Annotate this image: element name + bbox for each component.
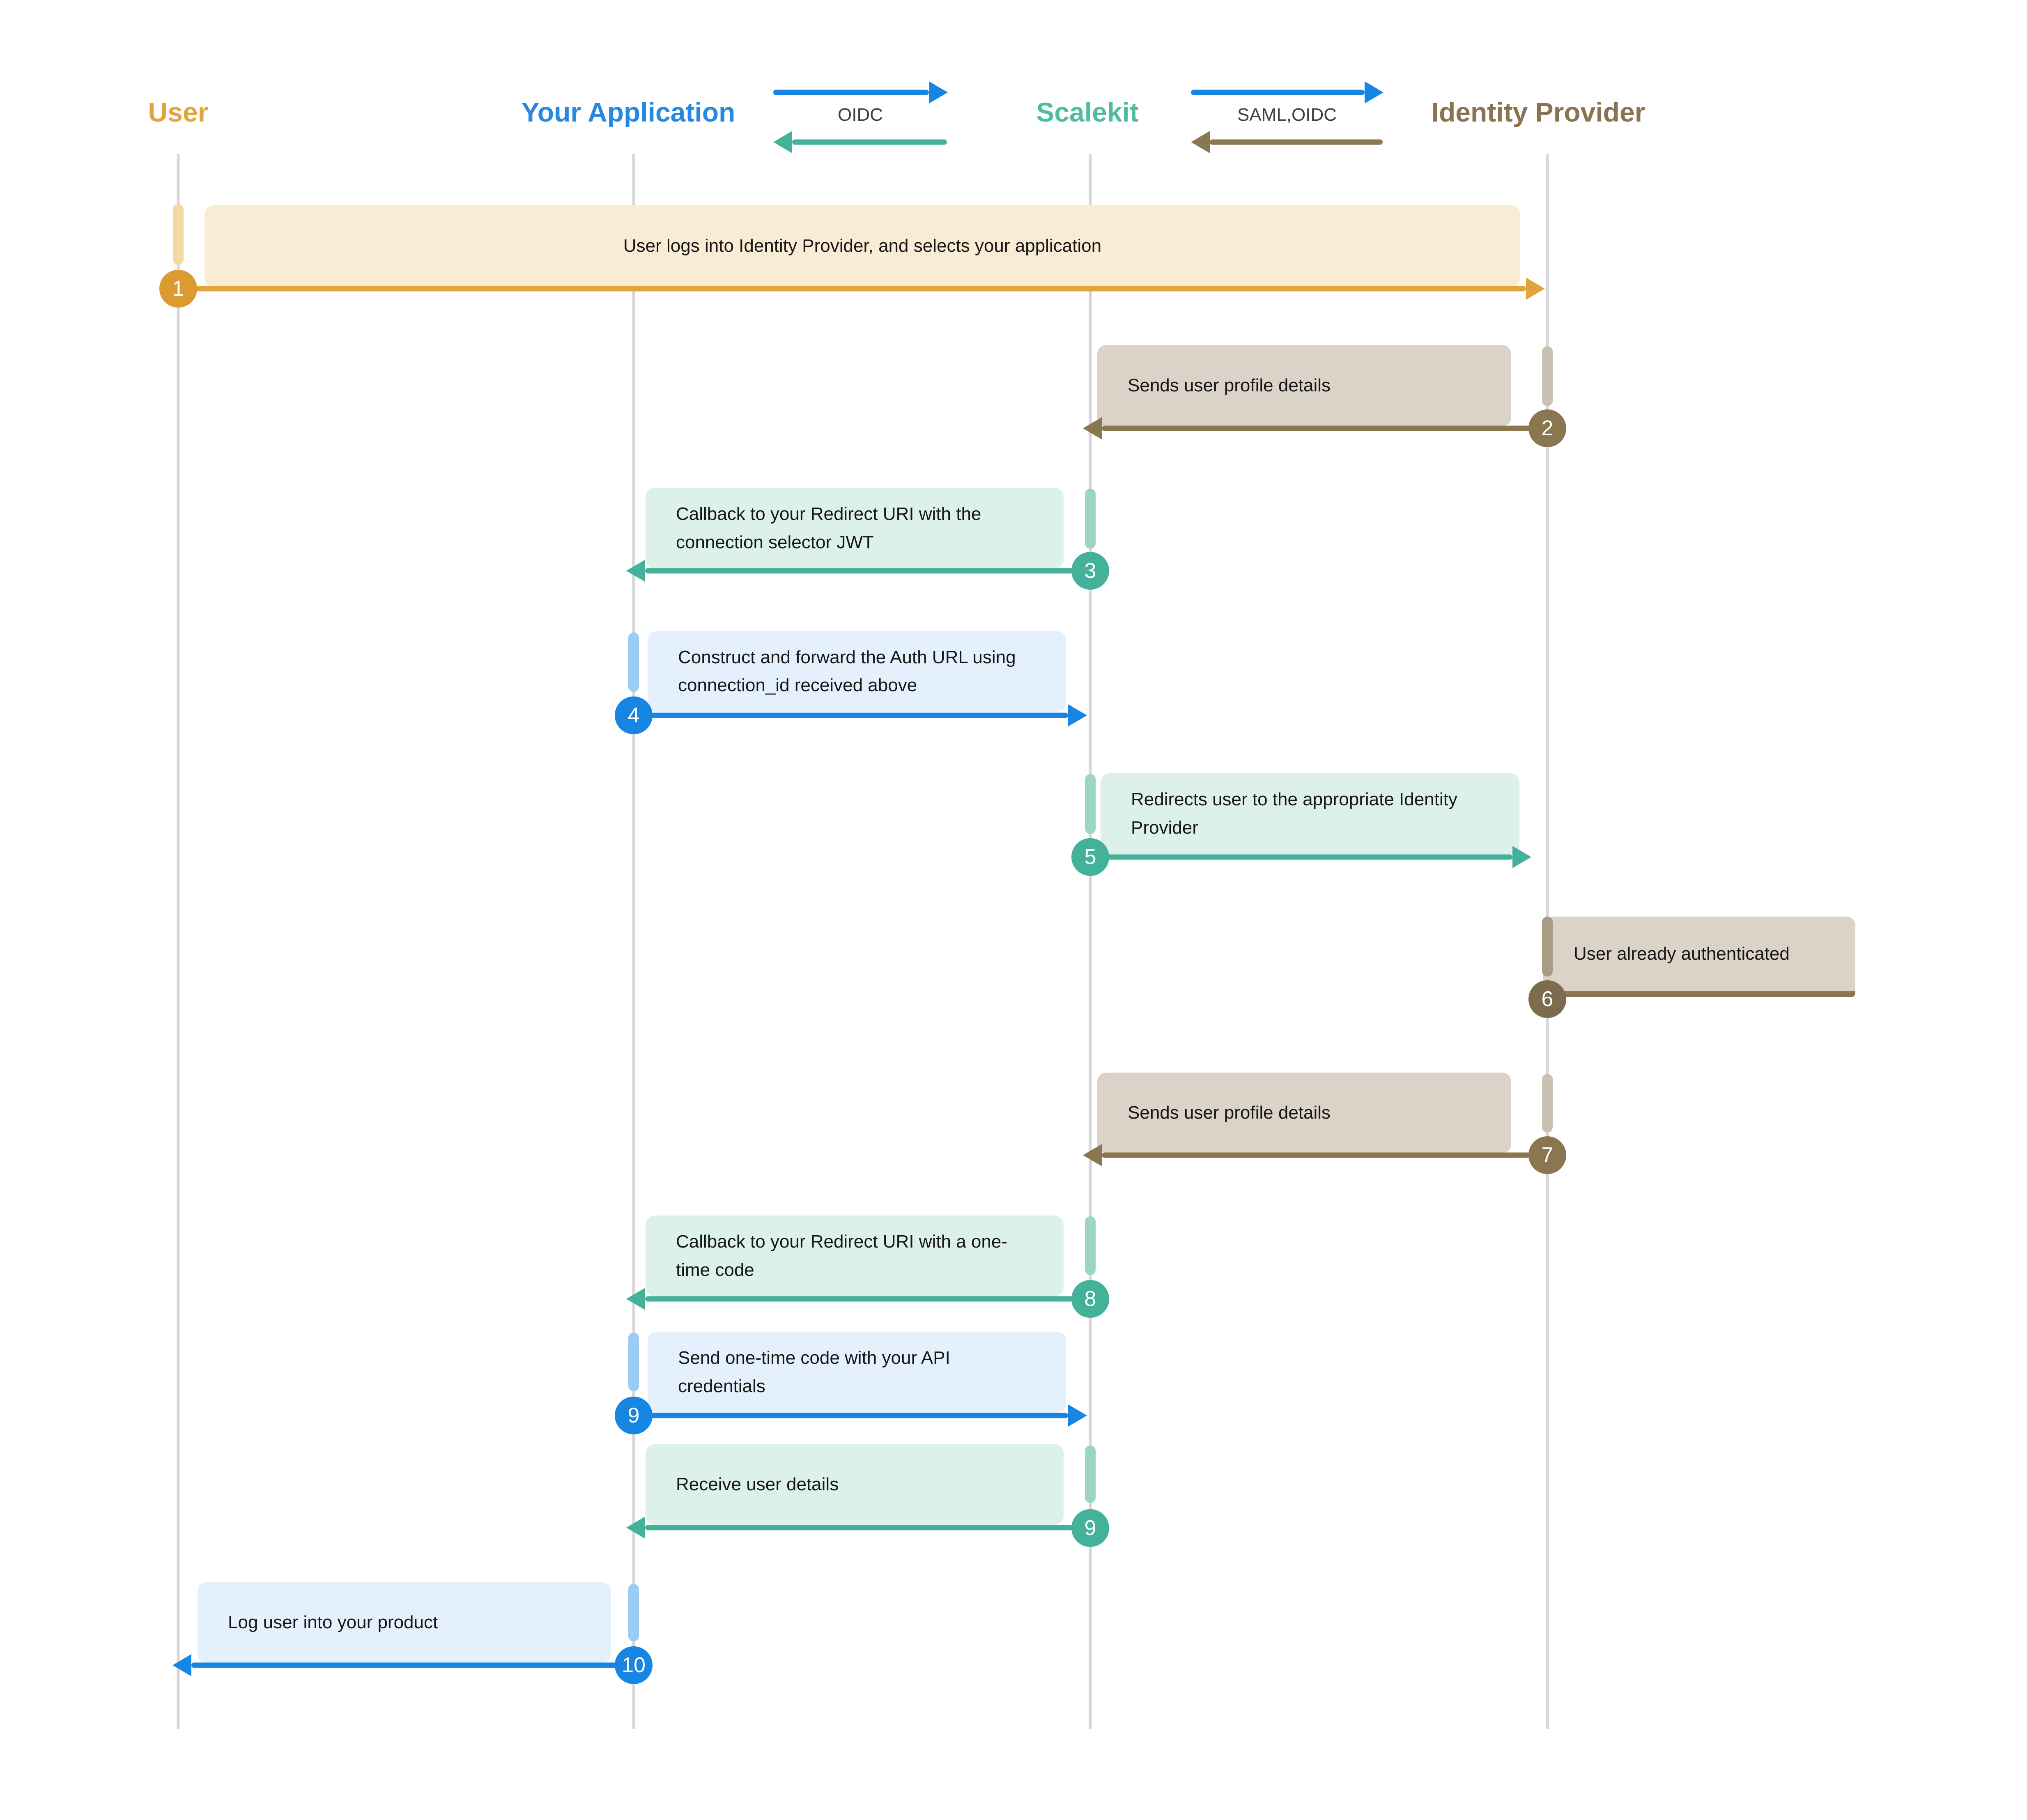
oidc-forward-arrow (773, 90, 929, 95)
message-text-5: Redirects user to the appropriate Identi… (1131, 789, 1457, 838)
saml-return-arrowhead-icon (1191, 131, 1210, 153)
activation-scalekit-3 (1085, 489, 1096, 549)
message-arrowhead-7-icon (1083, 1144, 1102, 1166)
activation-idp-6 (1542, 917, 1553, 977)
step-badge-2: 2 (1528, 409, 1566, 447)
activation-user (173, 204, 184, 265)
step-badge-5: 5 (1071, 838, 1109, 876)
step-badge-8: 8 (1071, 1280, 1109, 1318)
oidc-return-arrow (792, 139, 947, 145)
message-box-2: Sends user profile details (1097, 345, 1511, 426)
activation-app-10 (628, 1584, 639, 1641)
message-text-8: Callback to your Redirect URI with a one… (676, 1232, 1007, 1280)
message-arrowhead-9b-icon (626, 1517, 645, 1539)
step-badge-7: 7 (1528, 1136, 1566, 1174)
message-box-9b: Receive user details (646, 1444, 1064, 1525)
saml-return-arrow (1210, 139, 1383, 145)
message-arrow-8 (645, 1296, 1090, 1302)
message-box-4: Construct and forward the Auth URL using… (648, 631, 1066, 712)
message-arrowhead-1-icon (1526, 278, 1545, 300)
actor-label-user: User (148, 97, 209, 127)
message-arrowhead-5-icon (1512, 846, 1531, 868)
message-box-5: Redirects user to the appropriate Identi… (1101, 773, 1519, 854)
message-box-10: Log user into your product (198, 1582, 611, 1663)
lifeline-scalekit (1089, 154, 1092, 1729)
message-arrowhead-2-icon (1083, 417, 1102, 439)
message-arrowhead-4-icon (1068, 704, 1087, 726)
saml-forward-arrow (1191, 90, 1365, 95)
message-arrowhead-10-icon (172, 1654, 191, 1676)
message-arrowhead-3-icon (626, 560, 645, 582)
step-badge-4: 4 (615, 696, 653, 734)
message-arrow-9b (645, 1525, 1090, 1530)
lifeline-user (177, 154, 180, 1729)
message-arrow-5 (1090, 854, 1512, 860)
message-arrow-1 (178, 286, 1526, 292)
step-badge-6: 6 (1528, 980, 1566, 1018)
oidc-forward-arrowhead-icon (929, 81, 948, 103)
step-badge-3: 3 (1071, 552, 1109, 590)
message-arrow-3 (645, 568, 1090, 574)
activation-scalekit-5 (1085, 774, 1096, 834)
message-text-4: Construct and forward the Auth URL using… (678, 647, 1016, 695)
step-badge-9b: 9 (1071, 1509, 1109, 1547)
message-box-9: Send one-time code with your API credent… (648, 1332, 1066, 1413)
message-box-7: Sends user profile details (1097, 1073, 1511, 1153)
activation-scalekit-8 (1085, 1216, 1096, 1275)
message-text-9: Send one-time code with your API credent… (678, 1348, 950, 1396)
step-badge-9: 9 (615, 1397, 653, 1434)
message-box-8: Callback to your Redirect URI with a one… (646, 1216, 1064, 1296)
message-box-3: Callback to your Redirect URI with the c… (646, 488, 1064, 569)
activation-app-9 (628, 1333, 639, 1391)
protocol-label-saml-oidc: SAML,OIDC (1237, 105, 1337, 125)
message-arrow-10 (191, 1662, 634, 1668)
message-arrowhead-9-icon (1068, 1404, 1087, 1427)
message-text-6: User already authenticated (1574, 943, 1790, 964)
message-text-7: Sends user profile details (1128, 1102, 1331, 1123)
message-arrow-2 (1102, 425, 1547, 431)
message-arrow-7 (1102, 1152, 1547, 1158)
activation-app-4 (628, 632, 639, 692)
message-text-1: User logs into Identity Provider, and se… (623, 235, 1102, 256)
message-arrow-9 (634, 1413, 1068, 1418)
actor-label-your-application: Your Application (521, 97, 735, 127)
oidc-return-arrowhead-icon (773, 131, 792, 153)
lifeline-your-application (632, 154, 635, 1729)
message-box-6: User already authenticated (1543, 917, 1855, 997)
saml-forward-arrowhead-icon (1365, 81, 1384, 103)
activation-scalekit-9b (1085, 1445, 1096, 1503)
protocol-label-oidc: OIDC (838, 105, 883, 125)
message-text-9b: Receive user details (676, 1474, 839, 1494)
message-text-2: Sends user profile details (1128, 375, 1331, 395)
message-text-3: Callback to your Redirect URI with the c… (676, 504, 981, 552)
step-badge-10: 10 (615, 1646, 653, 1684)
message-text-10: Log user into your product (228, 1612, 438, 1632)
activation-idp-2 (1542, 346, 1553, 406)
actor-label-identity-provider: Identity Provider (1431, 97, 1646, 127)
message-arrowhead-8-icon (626, 1288, 645, 1310)
actor-label-scalekit: Scalekit (1036, 97, 1139, 127)
step-badge-1: 1 (159, 270, 197, 308)
message-arrow-4 (634, 712, 1068, 718)
activation-idp-7 (1542, 1074, 1553, 1133)
message-box-1: User logs into Identity Provider, and se… (205, 205, 1520, 287)
